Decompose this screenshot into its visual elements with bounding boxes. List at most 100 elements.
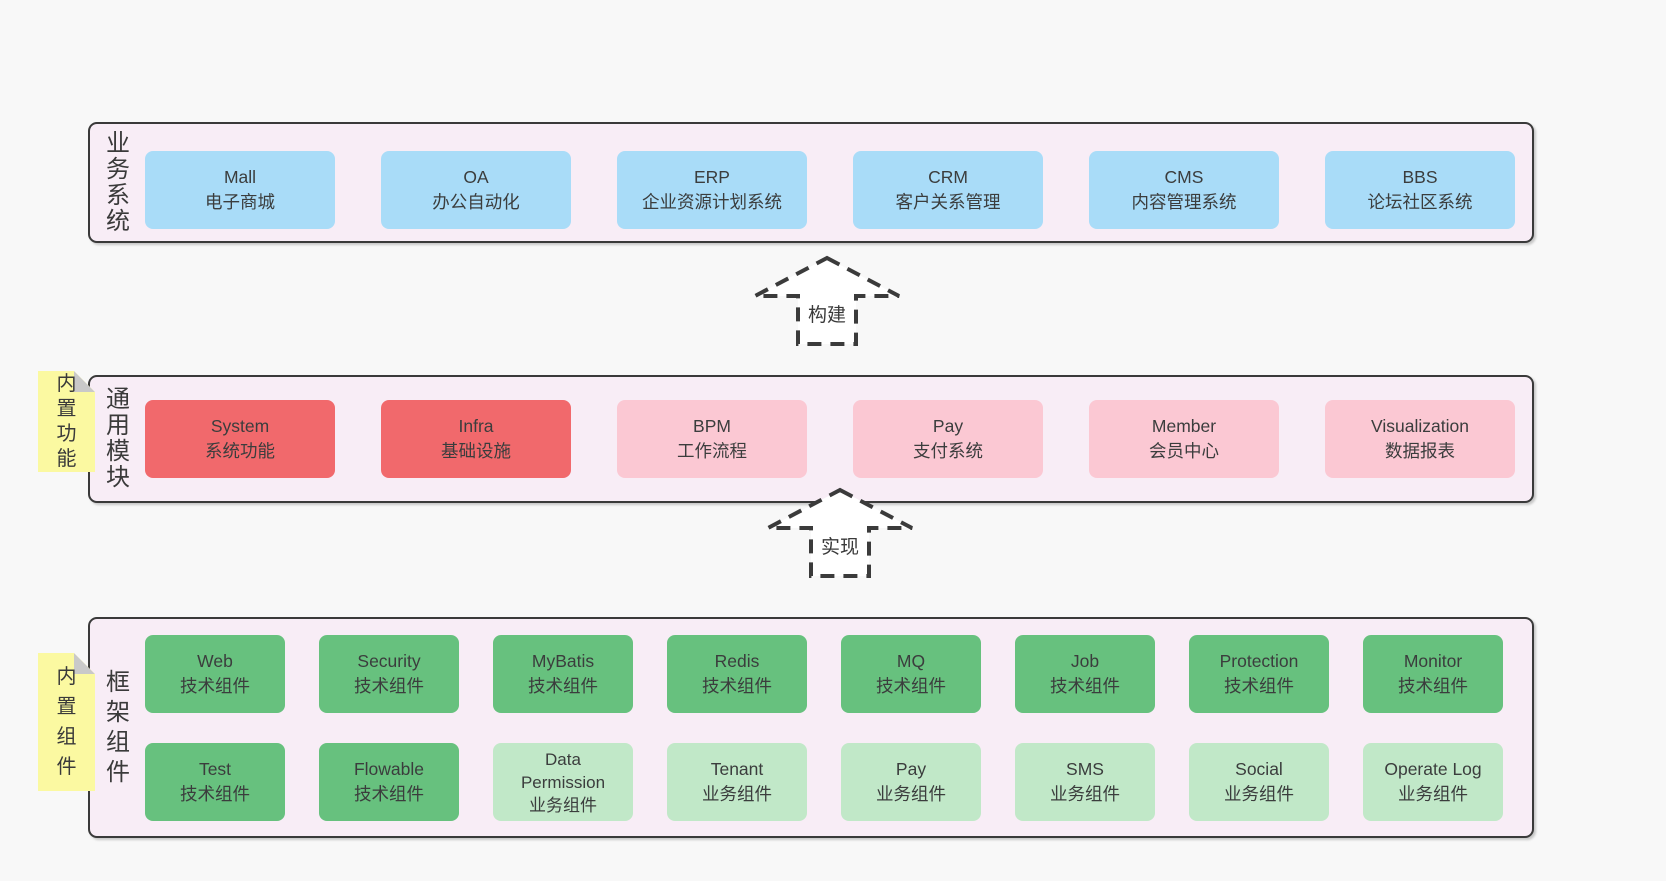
components-box-row-1: Web 技术组件 Security 技术组件 MyBatis 技术组件 Redi… <box>90 635 1503 713</box>
box-subtitle: 内容管理系统 <box>1131 192 1237 212</box>
box-subtitle: 业务组件 <box>702 784 772 804</box>
box-oa: OA 办公自动化 <box>381 151 571 229</box>
box-system: System 系统功能 <box>145 400 335 478</box>
box-protection: Protection 技术组件 <box>1189 635 1329 713</box>
box-subtitle: 办公自动化 <box>432 192 520 212</box>
box-subtitle: 技术组件 <box>354 784 424 804</box>
box-operate-log: Operate Log 业务组件 <box>1363 743 1503 821</box>
box-title: System <box>210 416 270 436</box>
box-infra: Infra 基础设施 <box>381 400 571 478</box>
box-title: Operate Log <box>1384 759 1482 779</box>
box-sms: SMS 业务组件 <box>1015 743 1155 821</box>
box-pay-component: Pay 业务组件 <box>841 743 981 821</box>
box-subtitle: 技术组件 <box>180 676 250 696</box>
box-subtitle: 业务组件 <box>1398 784 1468 804</box>
box-subtitle: 技术组件 <box>180 784 250 804</box>
box-subtitle: 技术组件 <box>1224 676 1294 696</box>
box-subtitle: 系统功能 <box>205 441 275 461</box>
implement-arrow: 实现 <box>765 487 915 579</box>
box-web: Web 技术组件 <box>145 635 285 713</box>
box-visualization: Visualization 数据报表 <box>1325 400 1515 478</box>
components-box-row-2: Test 技术组件 Flowable 技术组件 Data Permission … <box>90 743 1503 821</box>
box-security: Security 技术组件 <box>319 635 459 713</box>
box-title: Pay <box>932 416 964 436</box>
sticky-note-builtin-components: 内置组件 <box>38 653 95 791</box>
box-subtitle: 电子商城 <box>205 192 275 212</box>
box-mq: MQ 技术组件 <box>841 635 981 713</box>
box-bbs: BBS 论坛社区系统 <box>1325 151 1515 229</box>
box-subtitle: 企业资源计划系统 <box>642 192 782 212</box>
box-tenant: Tenant 业务组件 <box>667 743 807 821</box>
implement-arrow-label: 实现 <box>817 532 863 559</box>
box-title: Job <box>1070 651 1100 671</box>
layer-components-label: 框架组件 <box>106 668 130 786</box>
box-title: Test <box>198 759 232 779</box>
box-subtitle: 工作流程 <box>677 441 747 461</box>
layer-business-systems: 业务系统 Mall 电子商城 OA 办公自动化 ERP 企业资源计划系统 CRM… <box>88 122 1534 243</box>
box-test: Test 技术组件 <box>145 743 285 821</box>
box-subtitle: 技术组件 <box>1398 676 1468 696</box>
layer-common-modules: 通用模块 System 系统功能 Infra 基础设施 BPM 工作流程 Pay… <box>88 375 1534 503</box>
box-title: Pay <box>895 759 927 779</box>
box-pay-module: Pay 支付系统 <box>853 400 1043 478</box>
box-title: CRM <box>928 167 968 187</box>
box-title: Tenant <box>710 759 764 779</box>
box-title: Mall <box>223 167 257 187</box>
box-title: ERP <box>694 167 730 187</box>
box-title: OA <box>463 167 489 187</box>
box-title: Protection <box>1219 651 1299 671</box>
box-member: Member 会员中心 <box>1089 400 1279 478</box>
box-cms: CMS 内容管理系统 <box>1089 151 1279 229</box>
box-job: Job 技术组件 <box>1015 635 1155 713</box>
box-monitor: Monitor 技术组件 <box>1363 635 1503 713</box>
box-title: Monitor <box>1403 651 1463 671</box>
box-title: Infra <box>458 416 494 436</box>
box-title: Member <box>1151 416 1217 436</box>
box-title: Redis <box>714 651 760 671</box>
box-crm: CRM 客户关系管理 <box>853 151 1043 229</box>
build-arrow-label: 构建 <box>804 300 850 327</box>
box-title: MQ <box>896 651 926 671</box>
box-title: BPM <box>693 416 731 436</box>
box-subtitle: 业务组件 <box>529 795 597 815</box>
box-subtitle: 论坛社区系统 <box>1367 192 1473 212</box>
box-erp: ERP 企业资源计划系统 <box>617 151 807 229</box>
layer-modules-label: 通用模块 <box>106 386 130 491</box>
layer-business-label: 业务系统 <box>106 129 130 235</box>
box-flowable: Flowable 技术组件 <box>319 743 459 821</box>
box-subtitle: 技术组件 <box>876 676 946 696</box>
box-bpm: BPM 工作流程 <box>617 400 807 478</box>
box-title: Flowable <box>353 759 425 779</box>
box-data-permission: Data Permission 业务组件 <box>493 743 633 821</box>
box-subtitle: 数据报表 <box>1385 441 1455 461</box>
box-subtitle: 业务组件 <box>1050 784 1120 804</box>
box-title: Security <box>357 651 421 671</box>
box-title: CMS <box>1164 167 1204 187</box>
box-subtitle: 技术组件 <box>1050 676 1120 696</box>
box-subtitle: 支付系统 <box>913 441 983 461</box>
box-subtitle: 技术组件 <box>354 676 424 696</box>
layer-framework-components: 框架组件 Web 技术组件 Security 技术组件 MyBatis 技术组件… <box>88 617 1534 838</box>
box-title: Data Permission <box>520 749 606 792</box>
box-social: Social 业务组件 <box>1189 743 1329 821</box>
box-title: Visualization <box>1371 416 1469 436</box>
box-mall: Mall 电子商城 <box>145 151 335 229</box>
box-title: SMS <box>1066 759 1104 779</box>
sticky-note-text: 内置组件 <box>56 666 77 778</box>
box-title: Web <box>197 651 233 671</box>
box-subtitle: 基础设施 <box>441 441 511 461</box>
modules-box-row: System 系统功能 Infra 基础设施 BPM 工作流程 Pay 支付系统… <box>90 400 1515 478</box>
business-box-row: Mall 电子商城 OA 办公自动化 ERP 企业资源计划系统 CRM 客户关系… <box>90 151 1515 229</box>
box-subtitle: 客户关系管理 <box>895 192 1001 212</box>
box-subtitle: 技术组件 <box>528 676 598 696</box>
sticky-note-builtin-features: 内置功能 <box>38 371 95 472</box>
sticky-note-text: 内置功能 <box>56 372 77 470</box>
box-subtitle: 业务组件 <box>1224 784 1294 804</box>
box-subtitle: 会员中心 <box>1149 441 1219 461</box>
box-subtitle: 业务组件 <box>876 784 946 804</box>
box-title: MyBatis <box>531 651 595 671</box>
build-arrow: 构建 <box>752 255 902 347</box>
box-mybatis: MyBatis 技术组件 <box>493 635 633 713</box>
box-title: Social <box>1235 759 1283 779</box>
